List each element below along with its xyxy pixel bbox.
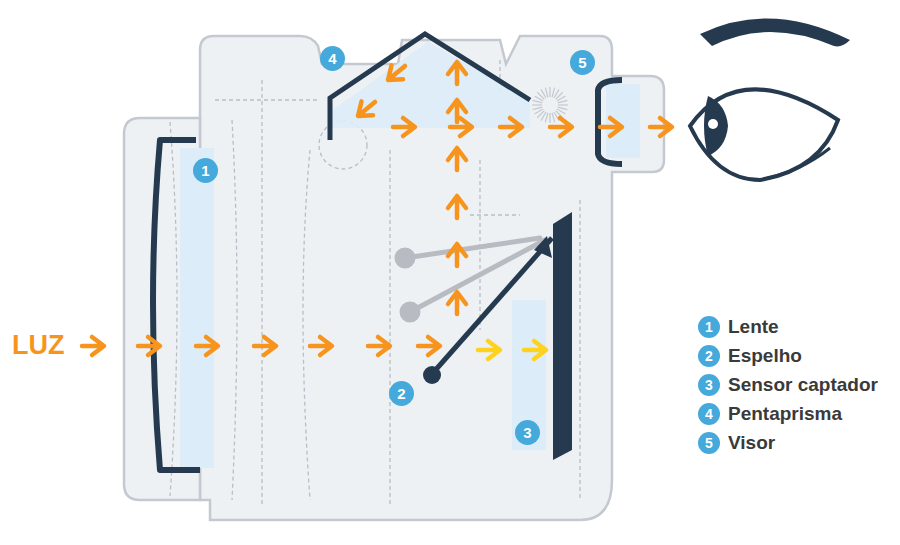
light-arrow	[418, 337, 440, 355]
camera-body	[200, 36, 664, 520]
sensor	[553, 212, 572, 460]
light-arrow	[393, 118, 415, 136]
dial-tick	[552, 113, 555, 123]
dial-tick	[558, 104, 568, 105]
legend-number: 3	[705, 377, 713, 393]
eyelid	[760, 148, 830, 180]
legend-number: 5	[705, 435, 713, 451]
legend-number: 4	[705, 406, 713, 422]
mirror	[432, 238, 552, 374]
light-arrow	[500, 118, 522, 136]
legend-number: 2	[705, 348, 713, 364]
iris	[704, 96, 728, 156]
callout-number: 5	[570, 50, 595, 75]
light-arrow	[448, 62, 466, 84]
legend-text: Lente	[728, 316, 779, 338]
light-arrow	[448, 244, 466, 266]
light-arrow	[650, 118, 672, 136]
light-arrow	[448, 292, 466, 314]
callout-number: 4	[320, 46, 345, 71]
light-arrow	[196, 337, 218, 355]
dial-tick	[534, 109, 543, 114]
dial-tick	[545, 88, 548, 98]
light-arrow	[138, 337, 160, 355]
eye-highlight	[708, 119, 718, 129]
dial-tick	[552, 88, 555, 98]
light-arrow	[254, 337, 276, 355]
light-arrow	[600, 118, 622, 136]
prism-glass	[330, 42, 530, 128]
legend-swatch: 5	[698, 432, 720, 454]
light-arrow	[448, 148, 466, 170]
legend-number: 1	[705, 319, 713, 335]
legend-row: 2 Espelho	[698, 341, 878, 370]
legend-swatch: 1	[698, 316, 720, 338]
light-arrow	[82, 337, 104, 355]
light-arrow	[478, 341, 500, 359]
dial-tick	[549, 113, 550, 123]
light-arrow	[358, 101, 375, 116]
pentaprism	[330, 34, 530, 140]
dial-tick	[532, 104, 542, 105]
legend-text: Pentaprisma	[728, 403, 842, 425]
lens-element	[153, 140, 200, 470]
legend-text: Sensor captador	[728, 374, 878, 396]
legend-row: 1 Lente	[698, 312, 878, 341]
light-arrow	[524, 341, 546, 359]
dial-tick	[533, 107, 543, 110]
dial-tick	[558, 107, 568, 110]
light-arrow	[450, 118, 472, 136]
light-arrows	[82, 62, 672, 359]
eye	[690, 89, 838, 180]
dial-tick	[557, 96, 566, 101]
dial-tick	[549, 87, 550, 97]
light-arrow	[368, 337, 390, 355]
sensor-glass	[512, 300, 546, 450]
dial-tick	[541, 89, 546, 98]
light-arrow	[448, 196, 466, 218]
legend-text: Espelho	[728, 345, 802, 367]
mirror-ghosts	[397, 238, 545, 320]
callout-number: 3	[515, 420, 540, 445]
light-arrow	[388, 65, 405, 80]
legend-swatch: 2	[698, 345, 720, 367]
callout-number: 1	[193, 158, 218, 183]
light-arrow	[310, 337, 332, 355]
light-arrow	[550, 118, 572, 136]
dial-tick	[533, 100, 543, 103]
viewfinder	[598, 80, 622, 164]
legend-row: 5 Visor	[698, 428, 878, 457]
light-label: LUZ	[12, 330, 64, 361]
eyebrow	[700, 18, 850, 46]
dial-tick	[545, 113, 548, 123]
legend-row: 3 Sensor captador	[698, 370, 878, 399]
dial-tick	[558, 100, 568, 103]
lens-glass	[180, 148, 214, 468]
legend: 1 Lente 2 Espelho 3 Sensor captador 4 Pentapris…	[698, 312, 878, 457]
legend-row: 4 Pentaprisma	[698, 399, 878, 428]
callout-number: 2	[389, 381, 414, 406]
legend-swatch: 3	[698, 374, 720, 396]
legend-swatch: 4	[698, 403, 720, 425]
mirror-pivot	[423, 366, 441, 384]
legend-text: Visor	[728, 432, 775, 454]
